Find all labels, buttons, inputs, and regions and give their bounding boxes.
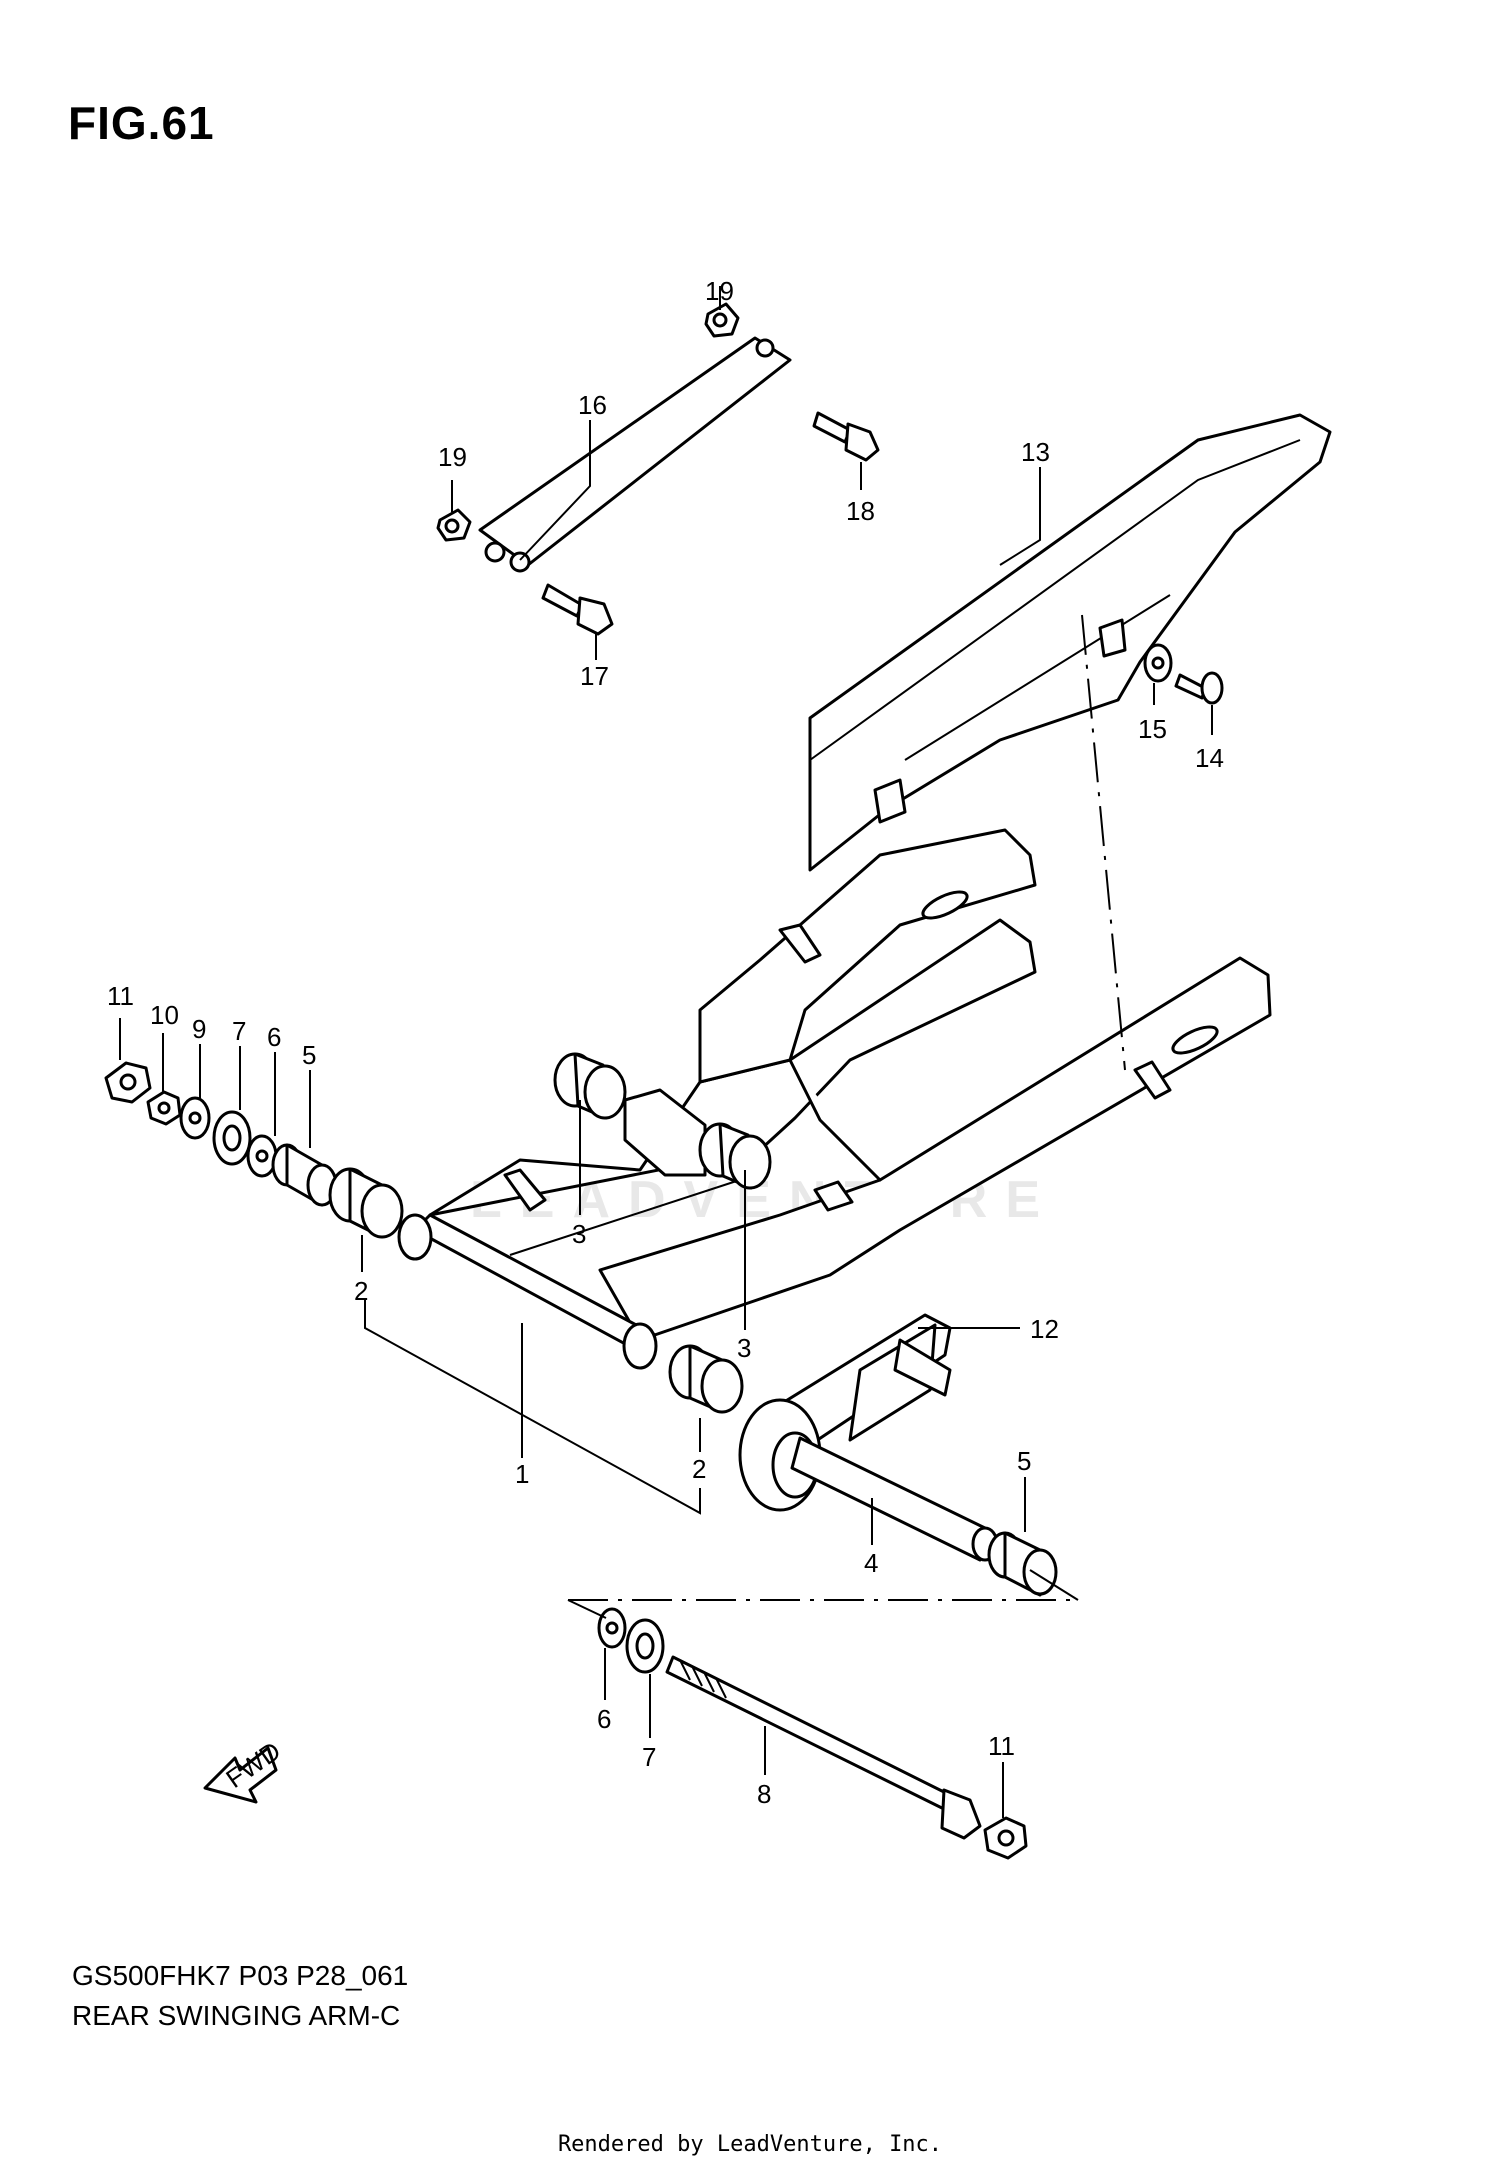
callout-10: 10 xyxy=(150,1000,179,1030)
nut-part[interactable] xyxy=(436,508,472,542)
callout-4: 4 xyxy=(864,1548,878,1578)
callout-3: 3 xyxy=(737,1333,751,1363)
callout-11: 11 xyxy=(988,1731,1015,1761)
nut-part[interactable] xyxy=(104,1061,152,1104)
bearing-part[interactable] xyxy=(698,1122,772,1190)
dust-seal-part[interactable] xyxy=(625,1618,665,1674)
callout-7: 7 xyxy=(232,1016,246,1046)
washer-part[interactable] xyxy=(597,1607,627,1649)
callout-6: 6 xyxy=(267,1022,281,1052)
callout-1: 1 xyxy=(515,1459,529,1489)
callout-5: 5 xyxy=(302,1040,316,1070)
callout-6: 6 xyxy=(597,1704,611,1734)
bushing-part[interactable] xyxy=(668,1344,744,1414)
bearing-part[interactable] xyxy=(553,1052,627,1120)
diagram-caption: REAR SWINGING ARM-C xyxy=(72,2000,401,2031)
swing-arm-part[interactable] xyxy=(397,828,1272,1370)
screw-part[interactable] xyxy=(1174,671,1224,705)
callout-14: 14 xyxy=(1195,743,1224,773)
callout-5: 5 xyxy=(1017,1446,1031,1476)
bolt-part[interactable] xyxy=(812,411,880,462)
alignment-line xyxy=(1081,614,1126,1071)
rendered-by-credit: Rendered by LeadVenture, Inc. xyxy=(557,2132,943,2157)
callout-18: 18 xyxy=(846,496,875,526)
callout-2: 2 xyxy=(692,1454,706,1484)
model-code: GS500FHK7 P03 P28_061 xyxy=(72,1960,409,1991)
spacer-part[interactable] xyxy=(987,1531,1058,1597)
callout-12: 12 xyxy=(1030,1314,1059,1344)
forward-direction-arrow-icon: FWD xyxy=(203,1735,286,1804)
callout-19: 19 xyxy=(438,442,467,472)
callout-19: 19 xyxy=(705,276,734,306)
callout-3: 3 xyxy=(572,1219,586,1249)
callout-11: 11 xyxy=(107,981,134,1011)
callout-17: 17 xyxy=(580,661,609,691)
spacer-part[interactable] xyxy=(271,1143,338,1207)
callout-9: 9 xyxy=(192,1014,206,1044)
washer-part[interactable] xyxy=(179,1096,211,1140)
pivot-bolt-part[interactable] xyxy=(665,1655,982,1840)
chain-case-part[interactable] xyxy=(808,413,1332,872)
nut-part[interactable] xyxy=(983,1816,1028,1860)
figure-title: FIG.61 xyxy=(68,97,215,149)
torque-link-part[interactable] xyxy=(478,336,792,573)
washer-part[interactable] xyxy=(1143,643,1173,683)
pivot-shaft-part[interactable] xyxy=(790,1436,999,1562)
callout-13: 13 xyxy=(1021,437,1050,467)
nut-part[interactable] xyxy=(146,1090,182,1126)
bolt-part[interactable] xyxy=(541,583,614,636)
callout-8: 8 xyxy=(757,1779,771,1809)
nut-part[interactable] xyxy=(704,302,740,338)
bushing-part[interactable] xyxy=(328,1167,404,1239)
callout-7: 7 xyxy=(642,1742,656,1772)
callout-15: 15 xyxy=(1138,714,1167,744)
callout-2: 2 xyxy=(354,1276,368,1306)
callout-16: 16 xyxy=(578,390,607,420)
washer-part[interactable] xyxy=(246,1134,278,1178)
dust-seal-part[interactable] xyxy=(212,1110,252,1166)
